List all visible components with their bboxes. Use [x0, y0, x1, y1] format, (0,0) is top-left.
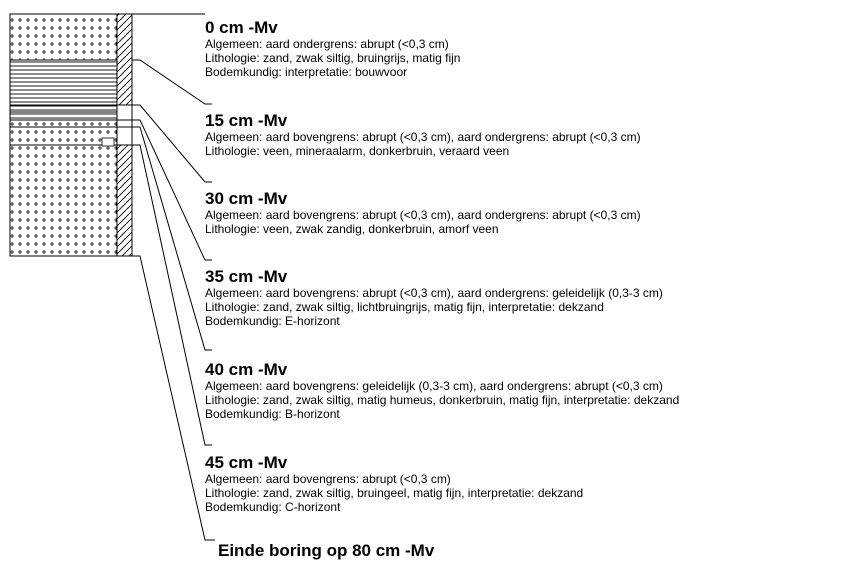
layer-title-40cm: 40 cm -Mv [205, 360, 288, 379]
layer-description-30cm: 30 cm -Mv Algemeen: aard bovengrens: abr… [205, 189, 641, 236]
layer-general: Algemeen: aard bovengrens: geleidelijk (… [205, 379, 663, 393]
sample-marker [101, 137, 115, 147]
layer-general: Algemeen: aard bovengrens: abrupt (<0,3 … [205, 130, 641, 144]
leader-45cm [132, 144, 212, 446]
layer-general: Algemeen: aard bovengrens: abrupt (<0,3 … [205, 208, 641, 222]
layer-soil: Bodemkundig: C-horizont [205, 500, 341, 514]
layer-sand-45-80 [10, 145, 117, 256]
layer-lithology: Lithologie: zand, zwak siltig, lichtbrui… [205, 300, 604, 314]
layer-sand-35-45 [10, 120, 117, 145]
layer-lithology: Lithologie: veen, mineraalarm, donkerbru… [205, 144, 510, 158]
horizon-c [117, 145, 132, 256]
layer-lithology: Lithologie: veen, zwak zandig, donkerbru… [205, 222, 499, 236]
leader-15cm [132, 59, 212, 105]
horizon-b [117, 127, 132, 145]
leader-40cm [132, 126, 212, 351]
layer-description-0cm: 0 cm -Mv Algemeen: aard ondergrens: abru… [205, 18, 460, 79]
layer-lithology: Lithologie: zand, zwak siltig, matig hum… [205, 393, 680, 407]
layer-lithology: Lithologie: zand, zwak siltig, bruingeel… [205, 486, 584, 500]
leader-lines [132, 13, 215, 541]
layer-description-40cm: 40 cm -Mv Algemeen: aard bovengrens: gel… [205, 360, 679, 421]
layer-soil: Bodemkundig: E-horizont [205, 314, 340, 328]
end-of-boring-title: Einde boring op 80 cm -Mv [218, 541, 435, 560]
layer-description-35cm: 35 cm -Mv Algemeen: aard bovengrens: abr… [205, 267, 663, 328]
layer-title-15cm: 15 cm -Mv [205, 111, 288, 130]
layer-lithology: Lithologie: zand, zwak siltig, bruingrij… [205, 51, 461, 65]
horizon-e [117, 120, 132, 127]
layer-soil: Bodemkundig: B-horizont [205, 407, 340, 421]
leader-80cm [132, 255, 215, 541]
layer-peat-15-30 [10, 60, 117, 105]
leader-35cm [132, 119, 212, 261]
layer-title-0cm: 0 cm -Mv [205, 18, 278, 37]
leader-30cm [132, 104, 212, 183]
layer-general: Algemeen: aard ondergrens: abrupt (<0,3 … [205, 37, 449, 51]
layer-title-30cm: 30 cm -Mv [205, 189, 288, 208]
layer-title-45cm: 45 cm -Mv [205, 453, 288, 472]
layer-general: Algemeen: aard bovengrens: abrupt (<0,3 … [205, 286, 663, 300]
lithology-column [9, 13, 118, 257]
horizon-bouwvoor [117, 14, 132, 105]
layer-title-35cm: 35 cm -Mv [205, 267, 288, 286]
layer-sand-0-15 [10, 14, 117, 60]
layer-general: Algemeen: aard bovengrens: abrupt (<0,3 … [205, 472, 451, 486]
layer-description-45cm: 45 cm -Mv Algemeen: aard bovengrens: abr… [205, 453, 583, 514]
layer-description-15cm: 15 cm -Mv Algemeen: aard bovengrens: abr… [205, 111, 641, 158]
layer-soil: Bodemkundig: interpretatie: bouwvoor [205, 65, 408, 79]
horizon-strip [101, 13, 133, 257]
